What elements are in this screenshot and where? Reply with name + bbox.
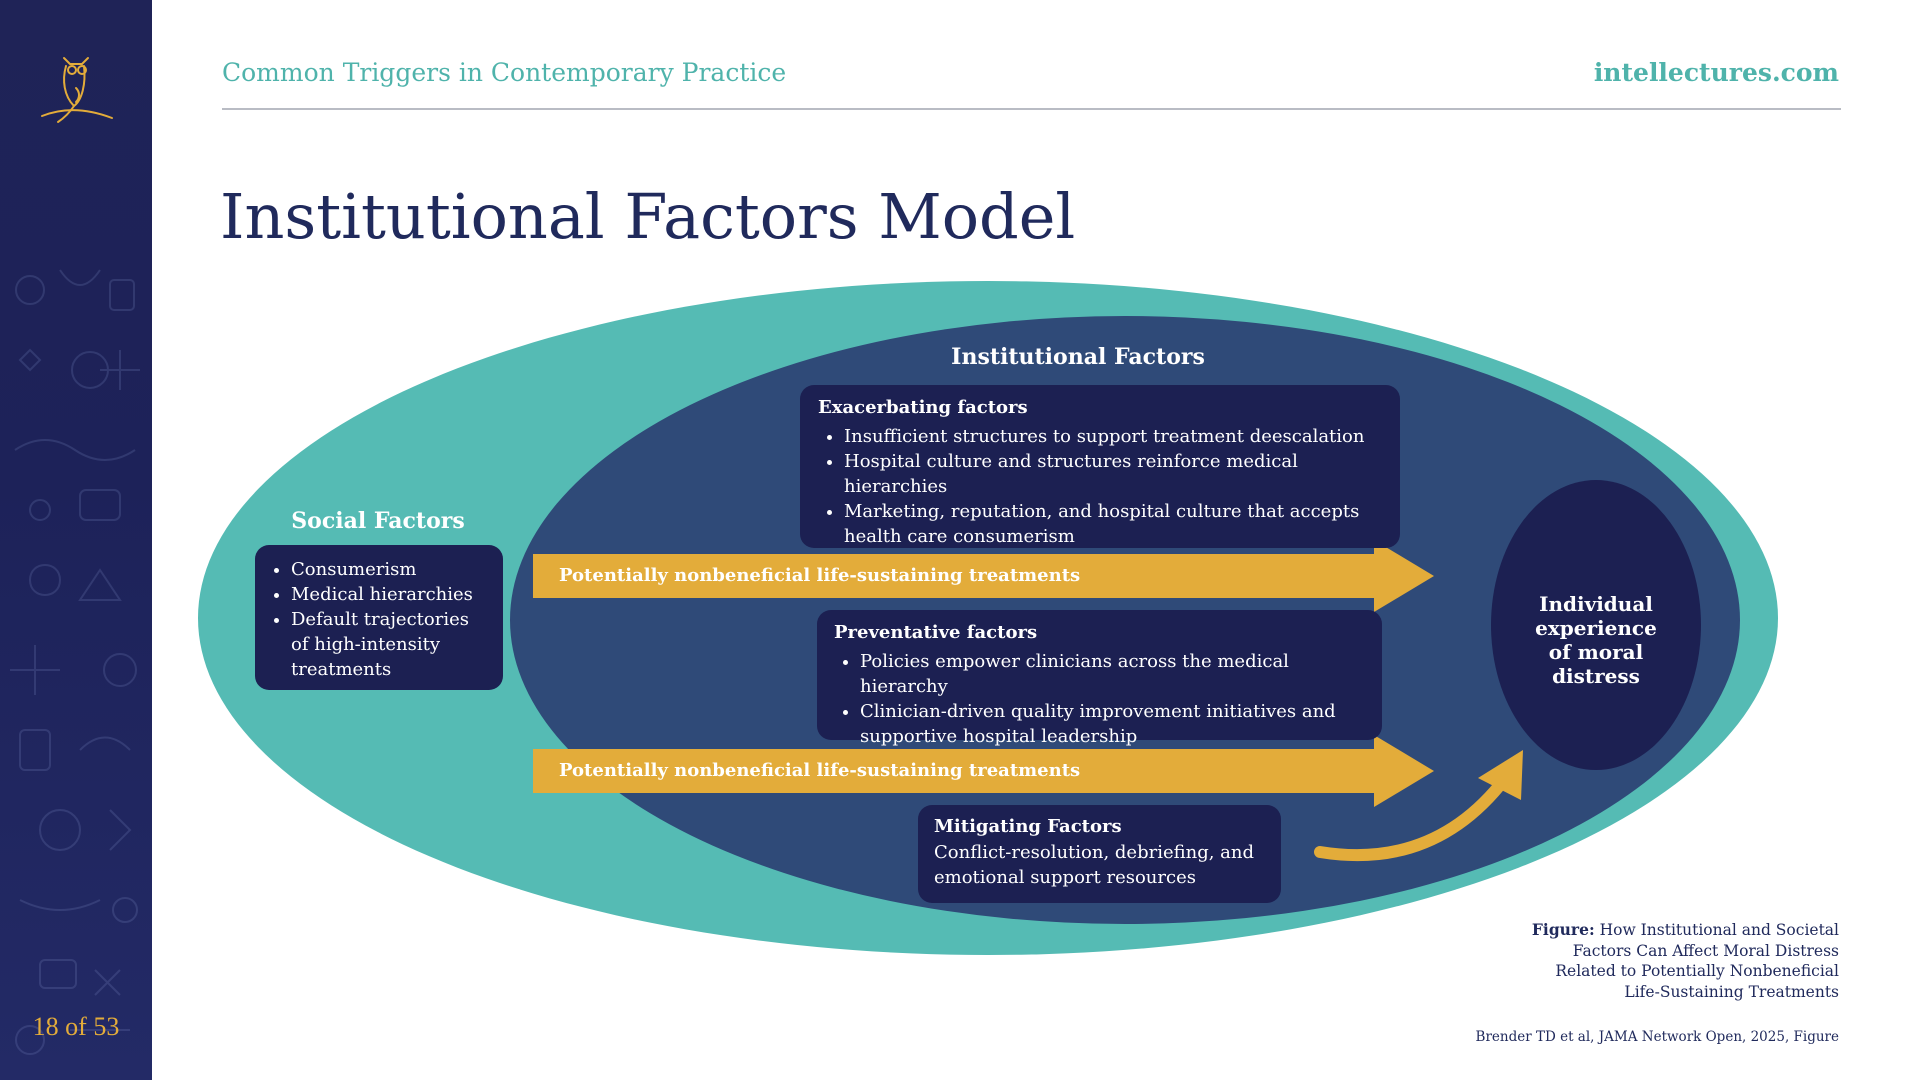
arrow-label-bottom: Potentially nonbeneficial life-sustainin… (559, 760, 1081, 781)
medical-pattern-background (10, 269, 140, 1055)
citation: Brender TD et al, JAMA Network Open, 202… (1475, 1029, 1839, 1045)
list-item: Hospital culture and structures reinforc… (844, 449, 1386, 499)
institutional-factors-title: Institutional Factors (951, 344, 1205, 370)
preventative-factors-title: Preventative factors (834, 622, 1038, 643)
preventative-factors-list: Policies empower clinicians across the m… (834, 649, 1368, 749)
caption-label: Figure: (1531, 920, 1595, 939)
individual-ellipse (1491, 480, 1701, 770)
slide-title: Institutional Factors Model (220, 180, 1076, 253)
curved-arrow (1314, 779, 1506, 862)
section-title: Common Triggers in Contemporary Practice (222, 58, 787, 87)
header-divider (222, 108, 1841, 110)
exacerbating-factors-list: Insufficient structures to support treat… (818, 424, 1386, 549)
exacerbating-factors-title: Exacerbating factors (818, 397, 1028, 418)
exacerbating-factors-box: Exacerbating factors Insufficient struct… (800, 385, 1400, 548)
sidebar: 18 of 53 (0, 0, 152, 1080)
caption-text: How Institutional and Societal Factors C… (1555, 921, 1839, 1001)
individual-distress-label: Individual experience of moral distress (1535, 592, 1657, 688)
preventative-factors-box: Preventative factors Policies empower cl… (817, 610, 1382, 747)
top-arrow (533, 540, 1434, 612)
mitigating-factors-text: Conflict-resolution, debriefing, and emo… (934, 842, 1255, 888)
list-item: Policies empower clinicians across the m… (860, 649, 1368, 699)
list-item: Insufficient structures to support treat… (844, 424, 1386, 449)
arrow-label-top: Potentially nonbeneficial life-sustainin… (559, 565, 1081, 586)
figure-caption: Figure: How Institutional and Societal F… (1519, 920, 1839, 1002)
site-link[interactable]: intellectures.com (1593, 58, 1839, 87)
mitigating-factors-title: Mitigating Factors (934, 816, 1122, 837)
social-factors-title: Social Factors (291, 508, 465, 534)
list-item: Consumerism (291, 557, 489, 582)
list-item: Marketing, reputation, and hospital cult… (844, 499, 1386, 549)
list-item: Default trajectories of high-intensity t… (291, 607, 489, 682)
list-item: Medical hierarchies (291, 582, 489, 607)
social-factors-list: Consumerism Medical hierarchies Default … (269, 557, 489, 682)
social-factors-box: Consumerism Medical hierarchies Default … (255, 545, 503, 690)
page-number: 18 of 53 (32, 1012, 120, 1041)
list-item: Clinician-driven quality improvement ini… (860, 699, 1368, 749)
bottom-arrow (533, 735, 1434, 807)
owl-logo-icon (41, 57, 113, 123)
mitigating-factors-box: Mitigating Factors Conflict-resolution, … (918, 805, 1281, 903)
curved-arrow-head (1478, 750, 1523, 800)
